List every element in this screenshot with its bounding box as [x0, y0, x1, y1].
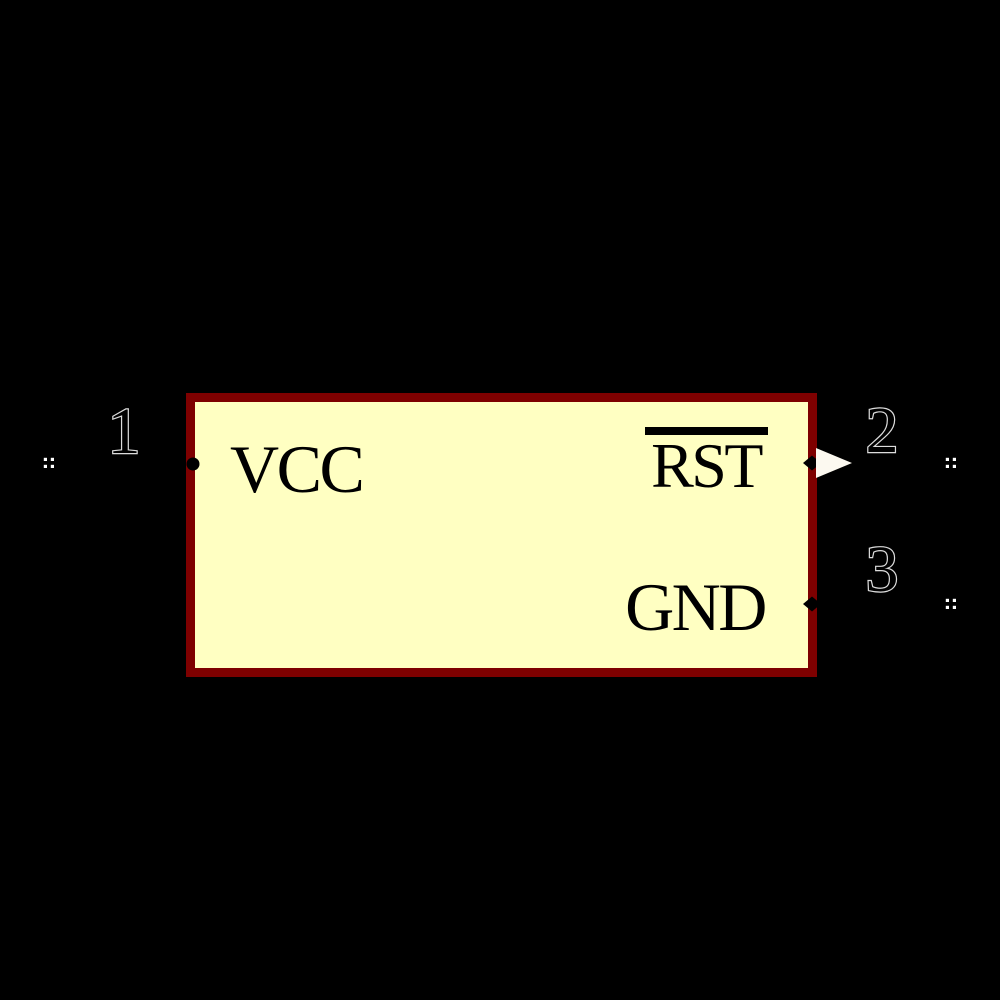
- pin-1-endpoint-marker[interactable]: [43, 457, 54, 468]
- pin-3-name-label: GND: [625, 569, 765, 645]
- endpoint-dot: [952, 464, 956, 468]
- pin-3-endpoint-marker[interactable]: [945, 598, 956, 609]
- rst-overline: [645, 427, 768, 435]
- pin-2-name-label: RST: [651, 430, 763, 501]
- symbol-body[interactable]: [186, 393, 817, 677]
- pin-3-junction-diamond: [803, 596, 821, 612]
- endpoint-dot: [952, 598, 956, 602]
- endpoint-dot: [945, 598, 949, 602]
- endpoint-dot: [945, 457, 949, 461]
- endpoint-dot: [50, 457, 54, 461]
- pin-1-number-label: 1: [108, 395, 141, 468]
- pin-2-output-arrow-icon: [816, 448, 852, 478]
- endpoint-dot: [50, 464, 54, 468]
- endpoint-dot: [43, 457, 47, 461]
- pin-2-number-label: 2: [866, 394, 899, 467]
- endpoint-dot: [952, 457, 956, 461]
- endpoint-dot: [952, 605, 956, 609]
- pin-1-name-label: VCC: [230, 431, 362, 507]
- endpoint-dot: [945, 464, 949, 468]
- pin-2-endpoint-marker[interactable]: [945, 457, 956, 468]
- endpoint-dot: [43, 464, 47, 468]
- pin-3-number-label: 3: [866, 533, 899, 606]
- endpoint-dot: [945, 605, 949, 609]
- pin-1-junction-dot: [186, 457, 200, 471]
